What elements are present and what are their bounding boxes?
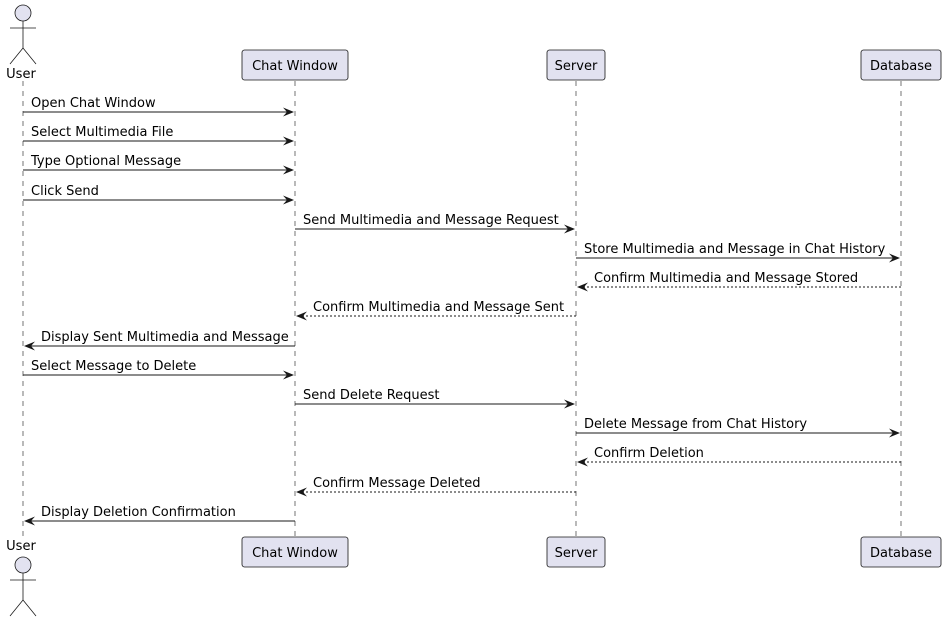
arrowhead-icon	[283, 195, 294, 205]
participant-server-bottom: Server	[546, 536, 606, 568]
message-arrow: Confirm Deletion	[577, 446, 901, 467]
participant-box	[546, 49, 606, 81]
arrowhead-icon	[283, 136, 294, 146]
message-arrow: Select Message to Delete	[23, 359, 294, 380]
message-label: Click Send	[31, 184, 99, 199]
actor-figure-icon	[9, 556, 37, 617]
arrowhead-icon	[283, 107, 294, 117]
message-arrow: Select Multimedia File	[23, 125, 294, 146]
arrowhead-icon	[564, 224, 575, 234]
actor-label: User	[6, 539, 36, 554]
actor-bottom: User	[6, 539, 37, 617]
participant-label: Database	[870, 546, 932, 561]
arrowhead-icon	[296, 487, 307, 497]
message-label: Delete Message from Chat History	[584, 417, 807, 432]
actor-figure-icon	[9, 4, 37, 65]
arrowhead-icon	[283, 165, 294, 175]
message-label: Display Sent Multimedia and Message	[41, 330, 289, 345]
arrowhead-icon	[889, 253, 900, 263]
participant-box	[241, 536, 349, 568]
participant-db-top: Database	[860, 49, 942, 81]
arrowhead-icon	[889, 428, 900, 438]
actor-label: User	[6, 67, 36, 82]
message-label: Select Multimedia File	[31, 125, 173, 140]
arrowhead-icon	[564, 399, 575, 409]
message-label: Send Delete Request	[303, 388, 440, 403]
arrowhead-icon	[296, 311, 307, 321]
arrowhead-icon	[283, 370, 294, 380]
participant-label: Chat Window	[252, 59, 338, 74]
message-label: Confirm Multimedia and Message Sent	[313, 300, 564, 315]
message-label: Store Multimedia and Message in Chat His…	[584, 242, 886, 257]
message-label: Confirm Multimedia and Message Stored	[594, 271, 858, 286]
participant-chat-top: Chat Window	[241, 49, 349, 81]
participant-box	[860, 536, 942, 568]
message-arrow: Open Chat Window	[23, 96, 294, 117]
participant-box	[860, 49, 942, 81]
message-arrow: Click Send	[23, 184, 294, 205]
message-arrow: Display Sent Multimedia and Message	[24, 330, 295, 351]
participant-label: Server	[555, 59, 598, 74]
message-arrow: Send Multimedia and Message Request	[295, 213, 575, 234]
participant-db-bottom: Database	[860, 536, 942, 568]
participant-server-top: Server	[546, 49, 606, 81]
message-arrow: Confirm Message Deleted	[296, 476, 576, 497]
message-label: Type Optional Message	[30, 154, 181, 169]
message-arrow: Confirm Multimedia and Message Stored	[577, 271, 901, 292]
participant-box	[546, 536, 606, 568]
message-arrow: Display Deletion Confirmation	[24, 505, 295, 526]
participant-label: Database	[870, 59, 932, 74]
arrowhead-icon	[24, 341, 35, 351]
participant-label: Server	[555, 546, 598, 561]
message-label: Confirm Message Deleted	[313, 476, 480, 491]
arrowhead-icon	[24, 516, 35, 526]
message-arrow: Send Delete Request	[295, 388, 575, 409]
message-arrow: Confirm Multimedia and Message Sent	[296, 300, 576, 321]
message-label: Send Multimedia and Message Request	[303, 213, 559, 228]
participants-bottom: User Chat Window Server Database	[6, 536, 942, 617]
lifelines	[22, 81, 902, 537]
participant-label: Chat Window	[252, 546, 338, 561]
message-label: Open Chat Window	[31, 96, 156, 111]
message-arrow: Store Multimedia and Message in Chat His…	[576, 242, 900, 263]
actor-top: User	[6, 4, 37, 82]
message-label: Confirm Deletion	[594, 446, 704, 461]
participant-box	[241, 49, 349, 81]
arrowhead-icon	[577, 282, 588, 292]
arrowhead-icon	[577, 457, 588, 467]
participants-top: User Chat Window Server Database	[6, 4, 942, 82]
message-label: Display Deletion Confirmation	[41, 505, 236, 520]
message-arrow: Type Optional Message	[23, 154, 294, 175]
message-arrow: Delete Message from Chat History	[576, 417, 900, 438]
message-label: Select Message to Delete	[31, 359, 196, 374]
participant-chat-bottom: Chat Window	[241, 536, 349, 568]
